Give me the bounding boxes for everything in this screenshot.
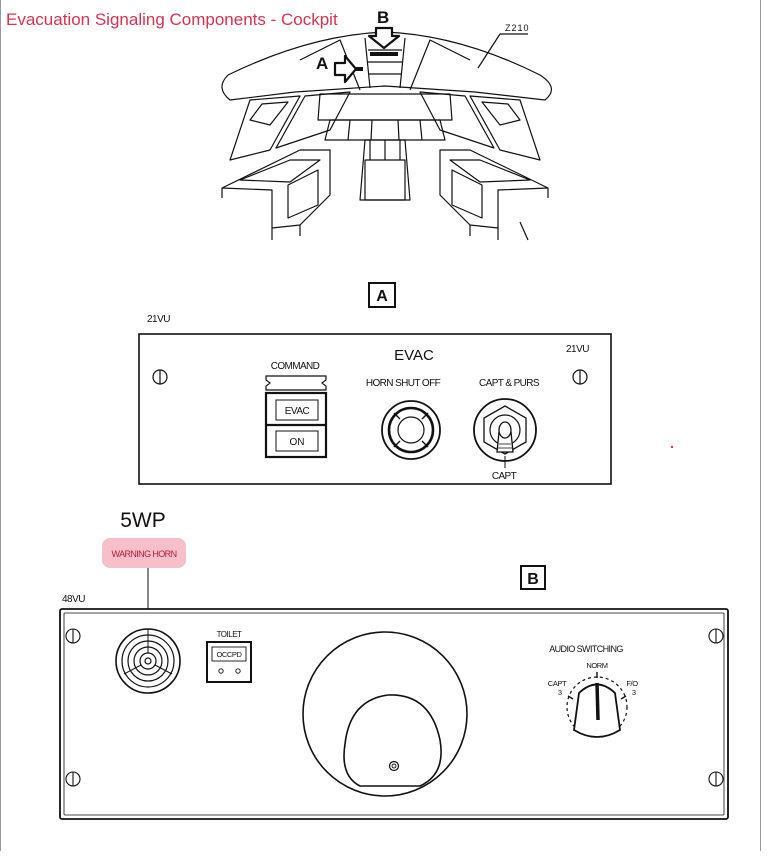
warning-horn-highlight (102, 538, 186, 568)
cockpit-overview-drawing (221, 31, 552, 241)
screw-icon (65, 628, 81, 644)
overhead-rib (364, 37, 371, 89)
audio-capt-number: 3 (558, 688, 562, 697)
evac-legend: EVAC (285, 406, 310, 417)
panel-divider (397, 119, 400, 141)
center-pedestal (359, 139, 411, 201)
capt-position-label: CAPT (492, 471, 517, 482)
callout-label-a: A (316, 54, 328, 73)
panel-id-21vu-left: 21VU (147, 314, 170, 325)
panel-divider (347, 119, 351, 141)
audio-fo-number: 3 (632, 688, 636, 697)
screw-icon (708, 628, 724, 644)
main-instrument-panel (324, 119, 446, 141)
occpd-legend-window (211, 646, 247, 662)
command-label: COMMAND (271, 361, 320, 372)
capt-purs-toggle-switch[interactable] (473, 398, 537, 468)
left-console-block (287, 169, 319, 219)
indicator-lamp (235, 668, 241, 674)
callout-arrow-b (367, 26, 401, 56)
indicator-lamp (218, 668, 224, 674)
window-right-side (469, 95, 541, 161)
oxygen-mask-stowage (302, 631, 468, 797)
window-left-side (229, 95, 301, 161)
screw-icon (572, 369, 588, 385)
audio-capt-label: CAPT (548, 679, 567, 688)
audio-fo-label: F/O (626, 679, 638, 688)
panel-divider (419, 119, 423, 141)
view-a-label-box (368, 282, 396, 308)
window-pane (481, 101, 521, 126)
right-console-top (449, 159, 531, 183)
overhead-rib (399, 37, 406, 89)
warning-horn-label: WARNING HORN (112, 549, 177, 559)
glareshield (317, 93, 453, 121)
occpd-legend: OCCPD (216, 650, 242, 659)
capt-purs-label: CAPT & PURS (479, 378, 540, 389)
panel-divider (370, 119, 373, 141)
evac-heading: EVAC (394, 347, 434, 364)
left-console-legs (221, 188, 301, 240)
screw-icon (152, 369, 168, 385)
left-console-top (239, 159, 321, 183)
callout-arrow-a (333, 54, 363, 84)
on-legend-window (275, 430, 319, 452)
screw-icon (65, 771, 81, 787)
audio-switching-selector-knob[interactable] (566, 672, 628, 738)
horn-shutoff-button[interactable] (381, 400, 441, 460)
command-guard (265, 375, 327, 391)
view-b-label-box (520, 565, 546, 590)
window-left-front (275, 91, 351, 149)
zone-leader-line (477, 33, 528, 69)
right-side-console (439, 149, 549, 229)
screw-icon (708, 771, 724, 787)
evac-legend-window (275, 399, 319, 421)
panel-id-21vu-right: 21VU (566, 344, 589, 355)
marker-dot (670, 445, 674, 449)
toilet-label: TOILET (217, 630, 242, 639)
page-title: Evacuation Signaling Components - Cockpi… (6, 10, 338, 29)
panel-48vu-inner-edge (63, 612, 725, 816)
horn-shutoff-label: HORN SHUT OFF (366, 378, 441, 389)
window-right-front (419, 91, 495, 149)
right-console-legs (469, 188, 549, 241)
component-id-5wp: 5WP (120, 509, 166, 532)
callout-label-b: B (377, 8, 389, 27)
panel-21vu (138, 333, 612, 485)
pedestal-block (364, 159, 406, 201)
view-a-label: A (376, 288, 388, 305)
right-console-block (451, 169, 483, 219)
panel-id-48vu: 48VU (62, 594, 85, 605)
warning-horn-icon (115, 628, 181, 694)
zone-label: Z210 (505, 23, 530, 33)
on-legend: ON (290, 437, 305, 448)
audio-switching-label: AUDIO SWITCHING (549, 644, 623, 654)
overhead-panel-outline (221, 31, 552, 101)
window-pane (249, 101, 289, 126)
audio-norm-label: NORM (586, 661, 607, 670)
overhead-strut (409, 39, 471, 91)
left-side-console (221, 149, 331, 229)
view-b-label: B (527, 571, 539, 588)
